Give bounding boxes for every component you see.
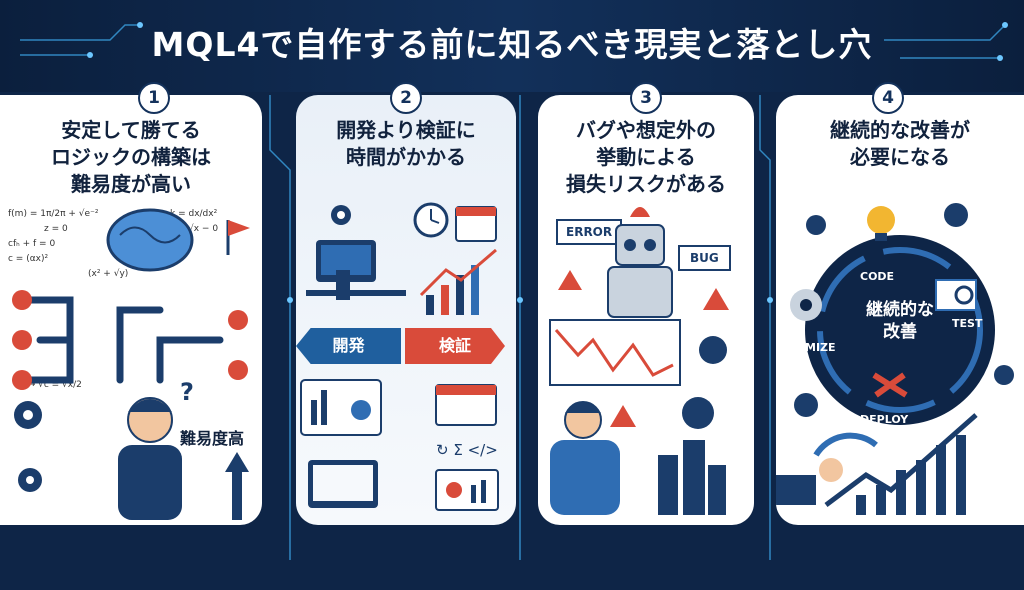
page-title: MQL4で自作する前に知るべき現実と落とし穴 bbox=[151, 25, 873, 64]
report-window-icon bbox=[300, 379, 382, 436]
gear-icon bbox=[794, 203, 1014, 417]
panel-4-illustration bbox=[776, 203, 1014, 515]
panel-2-illustration: ↻ Σ </> bbox=[300, 202, 499, 511]
header-band bbox=[0, 0, 1024, 92]
code-monitor-icon bbox=[308, 460, 378, 508]
panel-4-title: 継続的な改善が 必要になる bbox=[830, 118, 970, 169]
bug-label: BUG bbox=[678, 245, 731, 271]
formula-5: √x − 0 bbox=[188, 224, 219, 234]
develop-arrow: 開発 bbox=[296, 328, 401, 364]
x-mark-icon bbox=[12, 290, 248, 390]
calendar-icon bbox=[455, 206, 497, 242]
clock-icon bbox=[413, 202, 449, 238]
panel-2-title: 開発より検証に 時間がかかる bbox=[336, 118, 476, 169]
cycle-center-label: 継続的な 改善 bbox=[866, 300, 934, 342]
panel-2: 開発より検証に 時間がかかる ↻ Σ </> bbox=[296, 95, 516, 525]
gear-icon bbox=[331, 205, 351, 225]
wrench-icon bbox=[872, 372, 908, 398]
panel-3-illustration bbox=[549, 207, 729, 515]
cycle-optimize-label: OPTIMIZE bbox=[776, 341, 836, 354]
developer-desk-icon bbox=[306, 240, 406, 300]
up-arrow-icon bbox=[225, 452, 249, 520]
warning-icon bbox=[558, 270, 729, 427]
step-number-1: 1 bbox=[138, 82, 170, 114]
panel-4: 継続的な改善が 必要になる CODE TEST DEPLOY OPTIMIZE … bbox=[776, 95, 1024, 525]
code-symbols-icon: ↻ Σ </> bbox=[436, 441, 498, 459]
dashboard-icon bbox=[435, 469, 499, 511]
formula-8: h→ √c = √x/2 bbox=[22, 380, 82, 390]
gear-icon bbox=[790, 289, 822, 321]
hand-gauge-icon bbox=[776, 432, 878, 505]
magnifier-icon bbox=[935, 279, 977, 311]
cycle-code-label: CODE bbox=[860, 270, 895, 283]
difficulty-badge: 難易度高 bbox=[180, 429, 245, 448]
loss-chart-icon bbox=[549, 319, 681, 386]
formula-4: cfₕ + f = 0 bbox=[8, 239, 56, 249]
panel-3-title: バグや想定外の 挙動による 損失リスクがある bbox=[566, 118, 726, 196]
maze-paths-icon bbox=[26, 296, 224, 384]
panel-1-illustration: ? bbox=[12, 208, 250, 520]
step-number-4: 4 bbox=[872, 82, 904, 114]
calendar-icon bbox=[435, 384, 497, 426]
cycle-test-label: TEST bbox=[952, 317, 983, 330]
confused-person-icon bbox=[118, 397, 182, 520]
growth-chart-icon bbox=[419, 248, 497, 315]
formula-1: f(m) = 1π/2π + √e⁻² bbox=[8, 209, 99, 219]
growth-chart-icon bbox=[824, 413, 978, 515]
step-number-2: 2 bbox=[390, 82, 422, 114]
gear-icon bbox=[14, 401, 42, 492]
alarm-light-icon bbox=[630, 207, 650, 217]
formula-7: (x² + √y) bbox=[88, 269, 129, 279]
formula-6: c = (αx)² bbox=[8, 254, 49, 264]
goal-flag-icon bbox=[226, 220, 250, 255]
collapsing-building-icon bbox=[658, 440, 726, 515]
step-number-3: 3 bbox=[630, 82, 662, 114]
brain-icon bbox=[106, 208, 194, 272]
formula-3: z = 0 bbox=[44, 224, 68, 234]
panel-1-title: 安定して勝てる ロジックの構築は 難易度が高い bbox=[51, 118, 211, 196]
error-label: ERROR bbox=[556, 219, 623, 245]
panel-3: バグや想定外の 挙動による 損失リスクがある ERROR BUG bbox=[538, 95, 754, 525]
formula-block: f(m) = 1π/2π + √e⁻² z = 0 cfₕ + f = 0 c … bbox=[8, 207, 128, 282]
question-mark-icon: ? bbox=[180, 378, 194, 406]
robot-icon bbox=[607, 224, 673, 318]
formula-2: k = dx/dx² bbox=[170, 209, 218, 219]
lightbulb-icon bbox=[867, 206, 895, 241]
money-bag-icon bbox=[682, 336, 727, 429]
cycle-deploy-label: DEPLOY bbox=[860, 413, 909, 426]
formula-block-right: k = dx/dx² √x − 0 bbox=[170, 207, 218, 237]
worried-person-icon bbox=[550, 401, 620, 515]
verify-arrow: 検証 bbox=[405, 328, 505, 364]
panel-1: 安定して勝てる ロジックの構築は 難易度が高い f(m) = 1π/2π + √… bbox=[0, 95, 262, 525]
